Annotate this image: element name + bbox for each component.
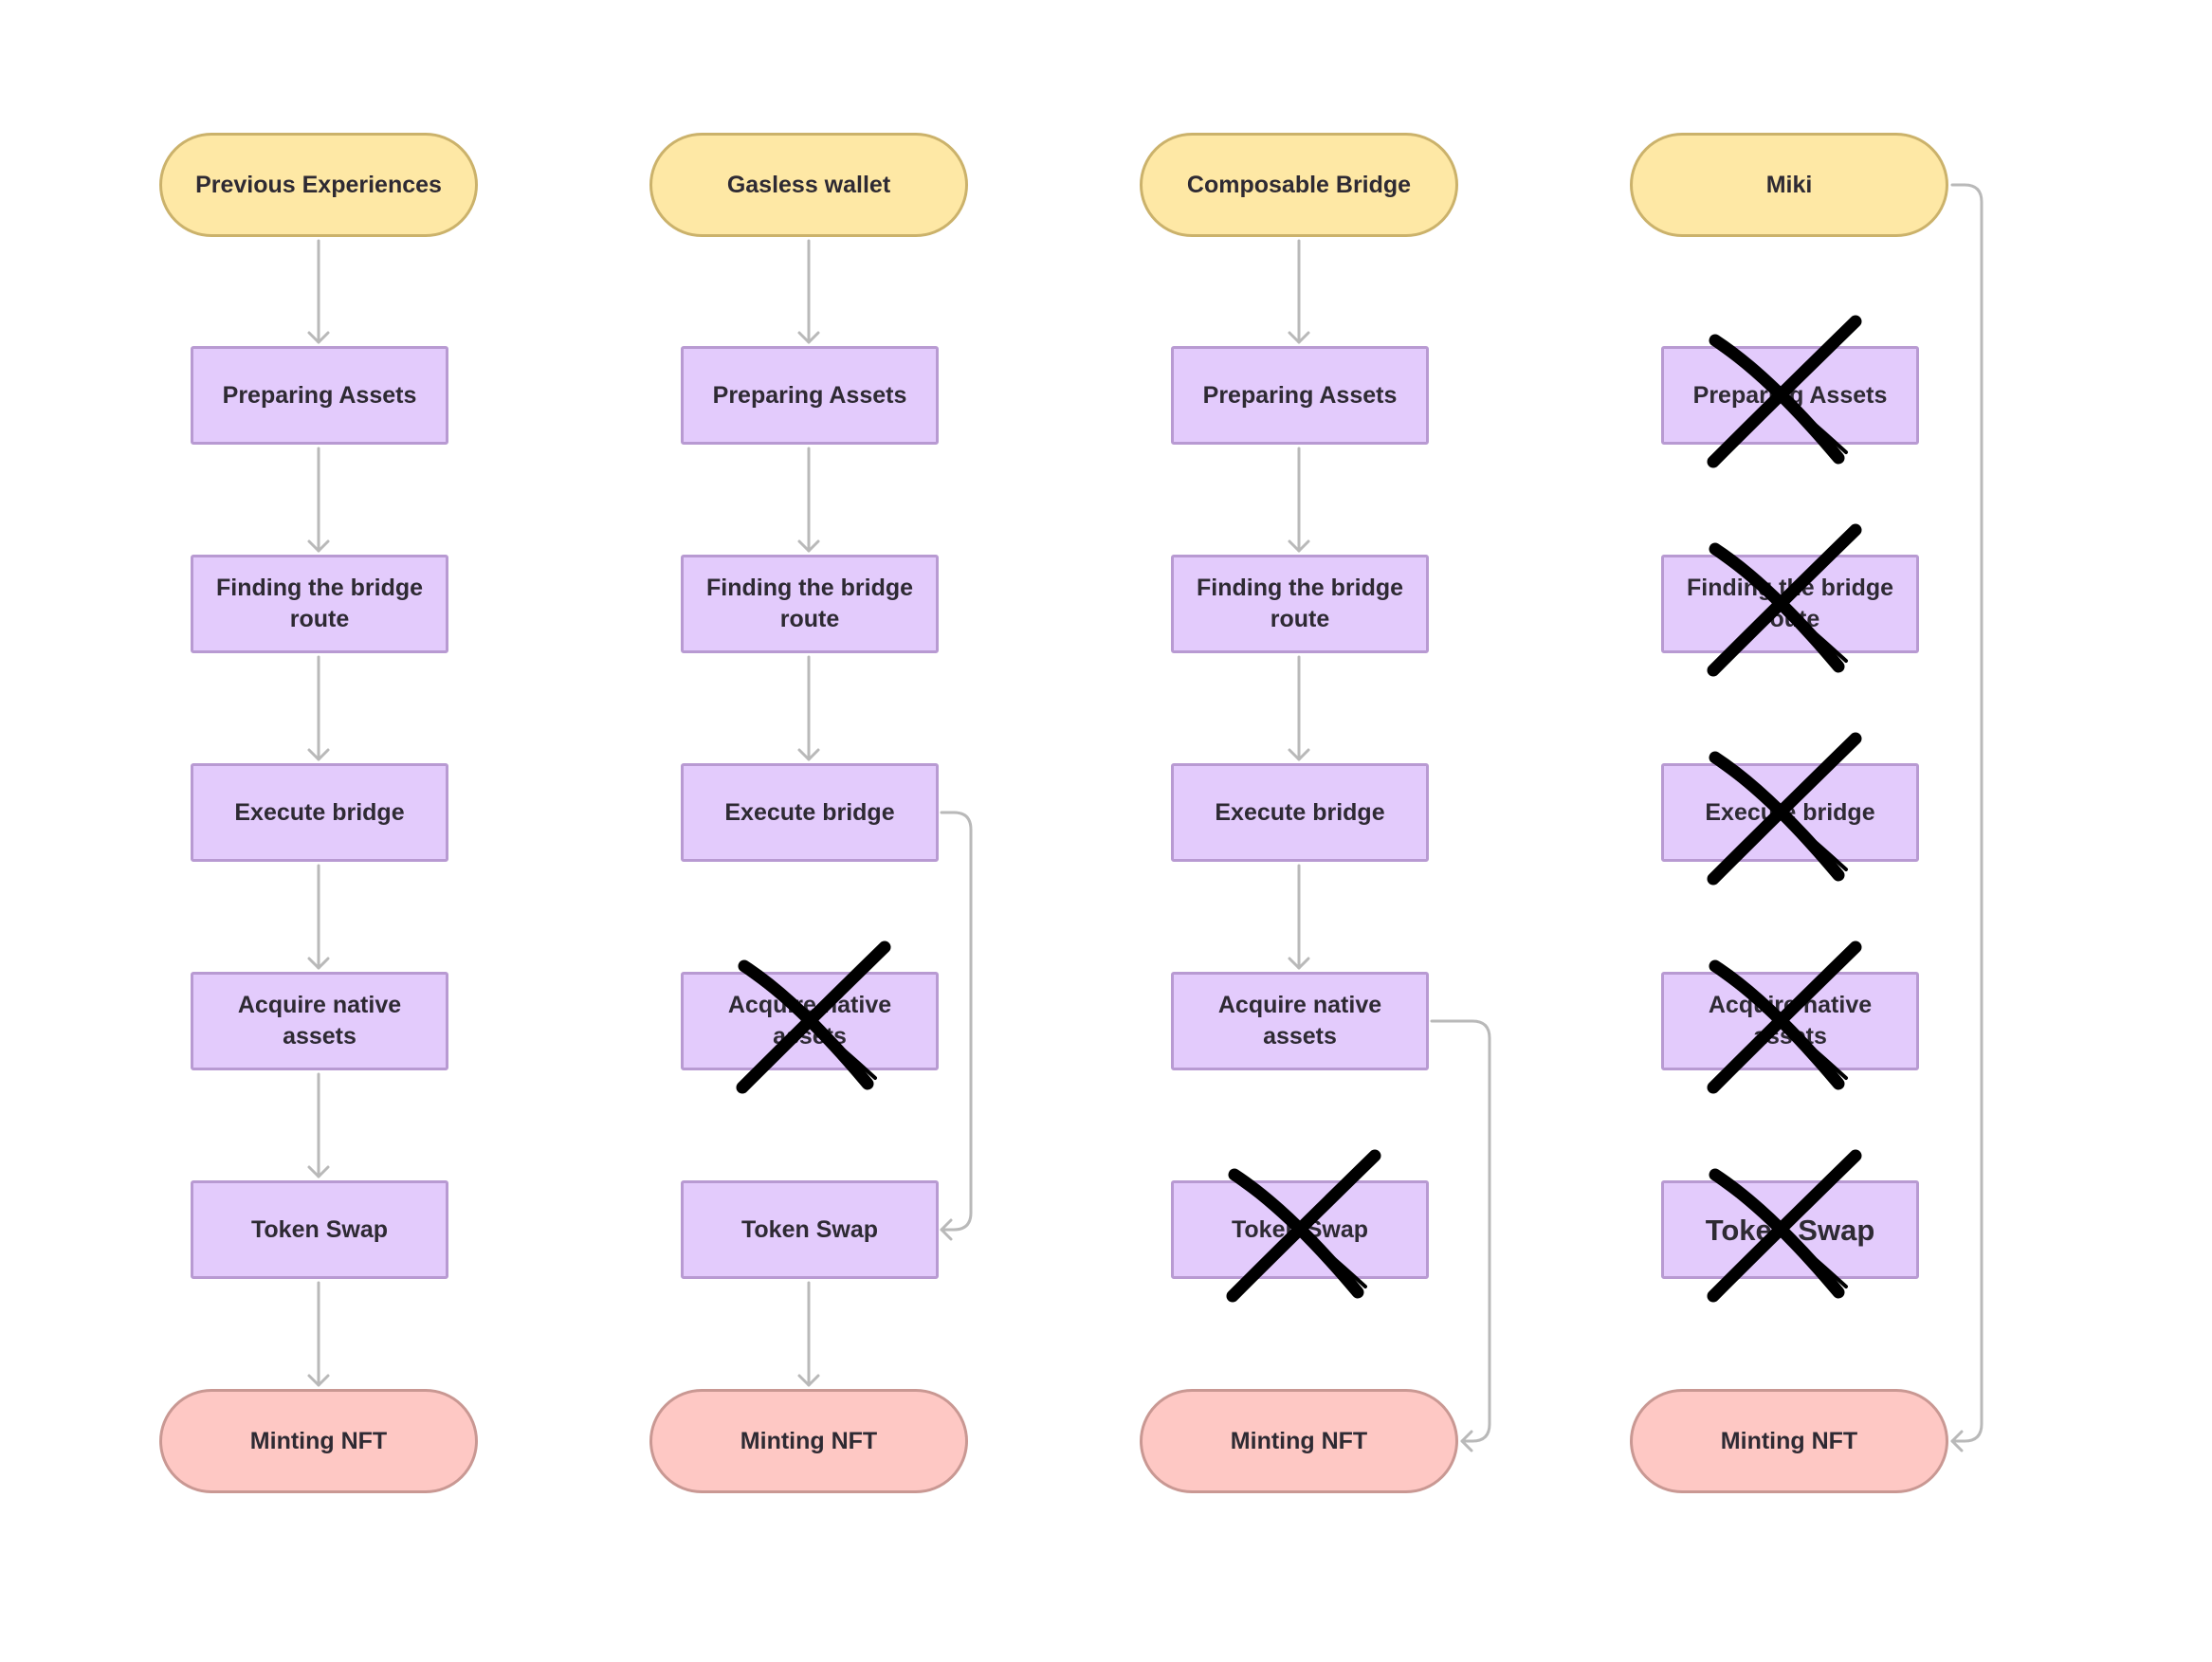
step-preparing-assets: Preparing Assets: [681, 346, 939, 445]
step-label: Acquire native assets: [237, 992, 402, 1050]
end-label: Minting NFT: [249, 1427, 388, 1454]
arrowhead: [797, 1374, 820, 1387]
end-label: Minting NFT: [1720, 1427, 1858, 1454]
step-label: Token Swap: [250, 1215, 388, 1243]
step-acquire-native-assets: Acquire native assets: [1171, 972, 1429, 1070]
step-label: Preparing Assets: [712, 381, 907, 409]
step-label: Acquire native assets: [727, 992, 892, 1050]
end-node-minting-nft: Minting NFT: [1140, 1389, 1458, 1493]
arrowhead: [1288, 331, 1310, 344]
end-node-minting-nft: Minting NFT: [159, 1389, 478, 1493]
step-finding-bridge-route: Finding the bridge route: [1171, 555, 1429, 653]
step-label: Execute bridge: [1215, 798, 1385, 826]
end-label: Minting NFT: [740, 1427, 878, 1454]
arrowhead: [797, 748, 820, 761]
start-node-composable-bridge: Composable Bridge: [1140, 133, 1458, 237]
step-label: Finding the bridge route: [1196, 575, 1404, 632]
arrowhead: [797, 331, 820, 344]
step-label: Preparing Assets: [222, 381, 417, 409]
step-label: Finding the bridge route: [1686, 575, 1894, 632]
step-label: Token Swap: [740, 1215, 878, 1243]
step-label: Execute bridge: [1705, 798, 1875, 826]
arrowhead: [1288, 539, 1310, 553]
step-label: Execute bridge: [234, 798, 405, 826]
arrowhead: [307, 1374, 330, 1387]
step-finding-bridge-route: Finding the bridge route: [1661, 555, 1919, 653]
step-label: Finding the bridge route: [215, 575, 424, 632]
step-label: Acquire native assets: [1217, 992, 1382, 1050]
step-label: Finding the bridge route: [705, 575, 914, 632]
end-node-minting-nft: Minting NFT: [649, 1389, 968, 1493]
end-node-minting-nft: Minting NFT: [1630, 1389, 1948, 1493]
step-execute-bridge: Execute bridge: [1171, 763, 1429, 862]
step-label: Acquire native assets: [1708, 992, 1873, 1050]
connector-bypass: [1950, 183, 1983, 1443]
arrowhead: [797, 539, 820, 553]
start-label: Gasless wallet: [726, 171, 891, 198]
step-execute-bridge: Execute bridge: [681, 763, 939, 862]
arrowhead: [1288, 957, 1310, 970]
step-token-swap: Token Swap: [191, 1180, 448, 1279]
arrowhead: [307, 331, 330, 344]
step-execute-bridge: Execute bridge: [1661, 763, 1919, 862]
step-finding-bridge-route: Finding the bridge route: [681, 555, 939, 653]
step-preparing-assets: Preparing Assets: [1661, 346, 1919, 445]
step-label: Execute bridge: [724, 798, 895, 826]
arrowhead: [1950, 1430, 1964, 1452]
step-label: Preparing Assets: [1202, 381, 1398, 409]
arrowhead: [307, 539, 330, 553]
step-label: Token Swap: [1705, 1213, 1875, 1247]
arrowhead: [940, 1218, 953, 1241]
step-execute-bridge: Execute bridge: [191, 763, 448, 862]
arrowhead: [307, 957, 330, 970]
start-label: Previous Experiences: [195, 171, 442, 198]
start-node-gasless-wallet: Gasless wallet: [649, 133, 968, 237]
arrowhead: [1460, 1430, 1473, 1452]
connector-bypass: [940, 811, 973, 1232]
arrowhead: [307, 748, 330, 761]
step-finding-bridge-route: Finding the bridge route: [191, 555, 448, 653]
start-node-miki: Miki: [1630, 133, 1948, 237]
connector-bypass: [1430, 1019, 1491, 1443]
start-label: Miki: [1765, 171, 1813, 198]
end-label: Minting NFT: [1230, 1427, 1368, 1454]
step-token-swap: Token Swap: [1661, 1180, 1919, 1279]
start-label: Composable Bridge: [1186, 171, 1412, 198]
arrowhead: [1288, 748, 1310, 761]
step-acquire-native-assets: Acquire native assets: [681, 972, 939, 1070]
start-node-previous-experiences: Previous Experiences: [159, 133, 478, 237]
step-preparing-assets: Preparing Assets: [191, 346, 448, 445]
step-acquire-native-assets: Acquire native assets: [1661, 972, 1919, 1070]
step-acquire-native-assets: Acquire native assets: [191, 972, 448, 1070]
step-token-swap: Token Swap: [681, 1180, 939, 1279]
step-label: Token Swap: [1231, 1215, 1368, 1243]
arrowhead: [307, 1165, 330, 1178]
step-label: Preparing Assets: [1692, 381, 1888, 409]
step-token-swap: Token Swap: [1171, 1180, 1429, 1279]
step-preparing-assets: Preparing Assets: [1171, 346, 1429, 445]
